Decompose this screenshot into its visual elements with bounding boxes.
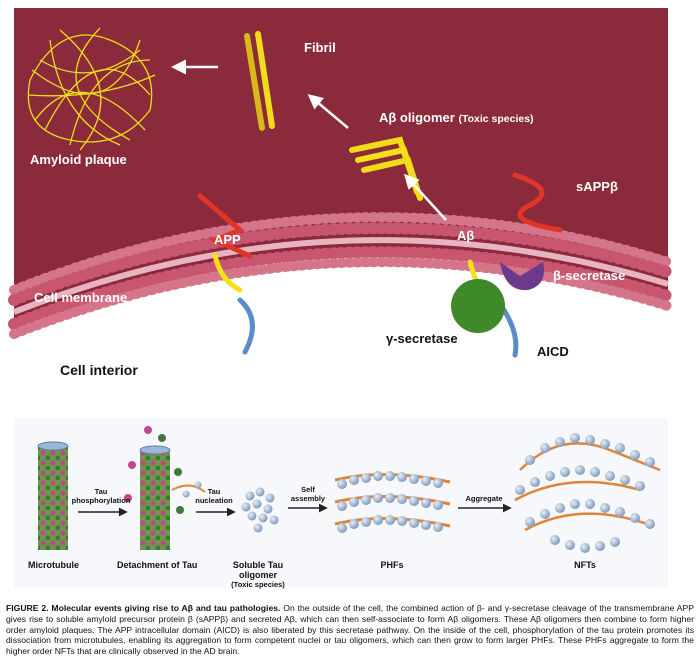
label-abeta-oligomer-note: (Toxic species): [458, 113, 533, 125]
top-panel: Fibril Amyloid plaque Aβ oligomer (Toxic…: [8, 8, 674, 418]
label-abeta-oligomer: Aβ oligomer (Toxic species): [379, 110, 534, 125]
tau-detachment-illustration: [124, 426, 206, 550]
caption-text: On the outside of the cell, the combined…: [6, 603, 695, 657]
label-microtubule: Microtubule: [28, 560, 79, 570]
label-self-line2: assembly: [291, 494, 326, 503]
bottom-panel: Microtubule Tau phosphorylation Detachme…: [14, 418, 668, 589]
gamma-secretase-blob: [451, 279, 505, 333]
amyloid-plaque-tangle: [27, 27, 156, 151]
label-phfs: PHFs: [380, 560, 403, 570]
label-nfts: NFTs: [574, 560, 596, 570]
cell-interior-area: [14, 251, 668, 418]
label-cell-membrane: Cell membrane: [34, 290, 127, 305]
label-tau-nuc-line2: nucleation: [195, 496, 233, 505]
fibril-strands: [244, 31, 275, 131]
label-aicd: AICD: [537, 344, 569, 359]
label-sappb: sAPPβ: [576, 179, 618, 194]
caption-figure-label: FIGURE 2.: [6, 603, 49, 613]
label-detachment: Detachment of Tau: [117, 560, 197, 570]
label-fibril: Fibril: [304, 40, 336, 55]
label-abeta-oligomer-main: Aβ oligomer: [379, 110, 455, 125]
caption-title: Molecular events giving rise to Aβ and t…: [51, 603, 281, 613]
beta-secretase-blob: [500, 262, 544, 291]
label-soluble-line1: Soluble Tau: [233, 560, 283, 570]
app-protein-left: [197, 193, 255, 355]
microtubule-illustration: [37, 441, 69, 550]
arrow-membrane-right: [319, 271, 413, 287]
label-tau-phos-line1: Tau: [95, 487, 108, 496]
label-abeta: Aβ: [457, 228, 474, 243]
label-cell-interior: Cell interior: [60, 362, 138, 378]
label-aggregate: Aggregate: [465, 494, 502, 503]
label-tau-nuc-line1: Tau: [208, 487, 221, 496]
cell-membrane-bilayer: [8, 212, 674, 339]
figure-caption: FIGURE 2. Molecular events giving rise t…: [6, 603, 694, 657]
label-soluble-line3: (Toxic species): [231, 580, 285, 589]
label-app: APP: [214, 232, 241, 247]
label-soluble-line2: oligomer: [239, 570, 278, 580]
label-tau-phos-line2: phosphorylation: [72, 496, 131, 505]
phf-illustration: [334, 471, 451, 533]
nft-illustration: [514, 433, 661, 553]
label-self-line1: Self: [301, 485, 315, 494]
soluble-tau-oligomer-illustration: [241, 487, 279, 533]
label-beta-secretase: β-secretase: [553, 268, 625, 283]
label-amyloid-plaque: Amyloid plaque: [30, 152, 127, 167]
arrow-abeta-to-oligomer: [403, 173, 447, 221]
label-gamma-secretase: γ-secretase: [386, 331, 458, 346]
arrow-oligomer-to-fibril: [307, 94, 349, 129]
